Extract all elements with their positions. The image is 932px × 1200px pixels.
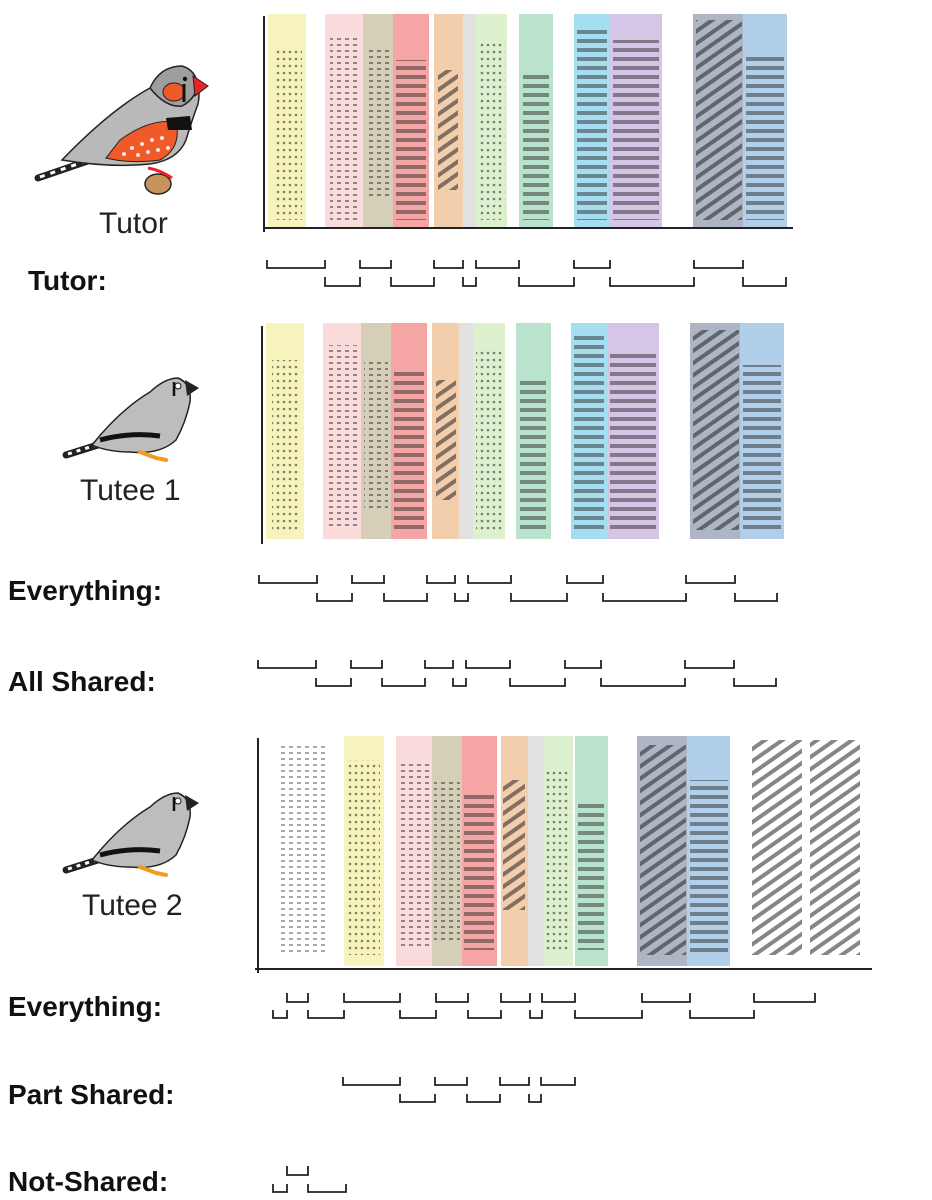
tutee2-spectral-marks [278,740,860,955]
zebra-finch-male-icon [38,66,208,194]
tutee2-everything-brackets [273,993,815,1018]
zebra-finch-female-icon [66,793,199,875]
tutee2-part-shared-brackets [343,1077,575,1102]
zebra-finch-female-icon [66,378,199,460]
tutee2-not-shared-brackets [273,1166,346,1192]
tutee2-spectrogram [255,736,872,973]
tutor-segment-brackets [267,260,786,286]
tutee1-all-shared-brackets [258,660,776,686]
tutor-spectrogram [264,14,793,232]
tutee1-everything-brackets [259,575,777,601]
tutee1-spectrogram [262,323,784,544]
